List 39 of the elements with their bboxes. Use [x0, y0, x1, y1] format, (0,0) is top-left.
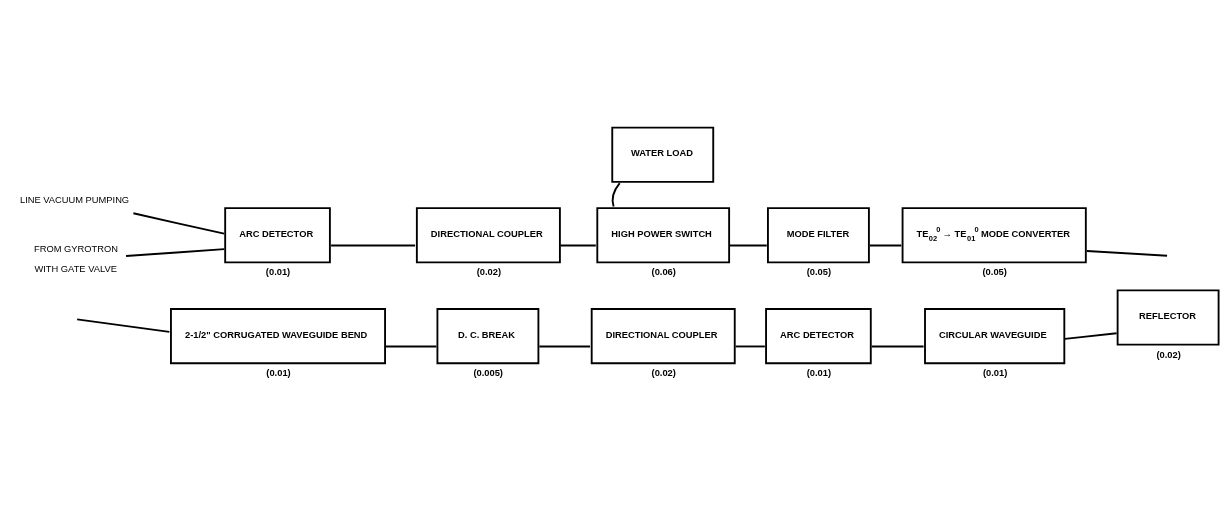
node-box: REFLECTOR — [1116, 289, 1220, 346]
connector — [734, 345, 766, 348]
node-box: DIRECTIONAL COUPLER — [415, 207, 561, 264]
connector — [1063, 332, 1118, 340]
node-label: (0.05) — [982, 267, 1007, 278]
node-box: CIRCULAR WAVEGUIDE — [924, 308, 1066, 365]
node-label: (0.02) — [1156, 349, 1181, 360]
node-label: (0.05) — [806, 267, 832, 278]
connector — [559, 244, 597, 247]
node-text: LINE VACUUM PUMPING — [19, 195, 130, 206]
connector — [538, 345, 591, 348]
node-text: FROM GYROTRON WITH GATE VALVE — [33, 244, 118, 274]
node-box: D. C. BREAK — [436, 308, 540, 365]
connector — [611, 182, 621, 208]
node-label: (0.01) — [265, 267, 291, 278]
connector — [1086, 250, 1168, 257]
connector — [728, 244, 768, 247]
connector — [132, 212, 226, 235]
node-box: DIRECTIONAL COUPLER — [590, 308, 736, 365]
node-label: (0.02) — [476, 267, 502, 278]
connector — [868, 244, 903, 247]
connector — [870, 345, 925, 348]
node-label: (0.01) — [806, 368, 832, 379]
node-box: ARC DETECTOR — [224, 207, 331, 264]
node-box: WATER LOAD — [611, 126, 715, 183]
node-label: (0.01) — [982, 368, 1008, 379]
node-label: (0.06) — [651, 267, 676, 278]
node-box: ARC DETECTOR — [765, 308, 872, 365]
node-box: MODE FILTER — [767, 207, 870, 264]
connector — [384, 345, 438, 348]
node-box: HIGH POWER SWITCH — [596, 207, 731, 264]
connector — [125, 248, 226, 257]
node-label: (0.005) — [473, 368, 503, 379]
node-box: 2-1/2" CORRUGATED WAVEGUIDE BEND — [170, 308, 386, 365]
connector — [76, 318, 171, 333]
node-label: (0.01) — [266, 368, 291, 379]
node-label: (0.02) — [651, 368, 676, 379]
connector — [330, 244, 416, 247]
node-box: TE$_{02}$$^{0}$ → TE$_{01}$$^{0}$ MODE CONVERTER — [901, 207, 1087, 264]
